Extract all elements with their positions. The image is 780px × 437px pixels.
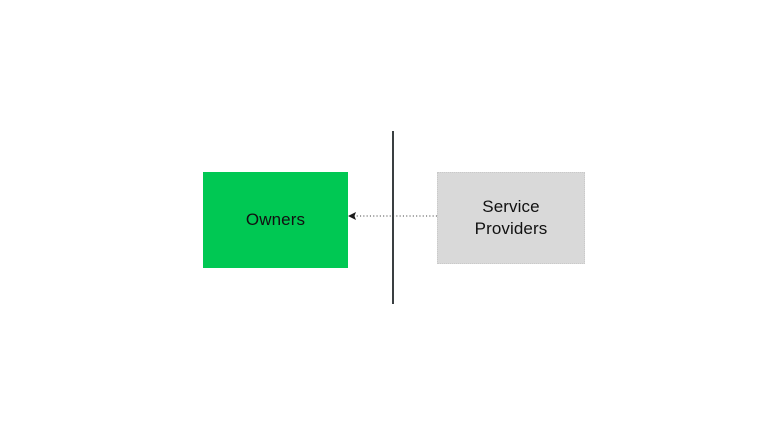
edge-arrowhead-icon (348, 212, 356, 220)
trust-boundary-line (392, 131, 394, 304)
node-service-providers-label: Service Providers (474, 196, 548, 238)
node-service-providers[interactable]: Service Providers (437, 172, 585, 264)
node-owners-label: Owners (245, 209, 306, 229)
edge-service-providers-to-owners[interactable] (340, 206, 440, 226)
node-owners[interactable]: Owners (203, 172, 348, 268)
